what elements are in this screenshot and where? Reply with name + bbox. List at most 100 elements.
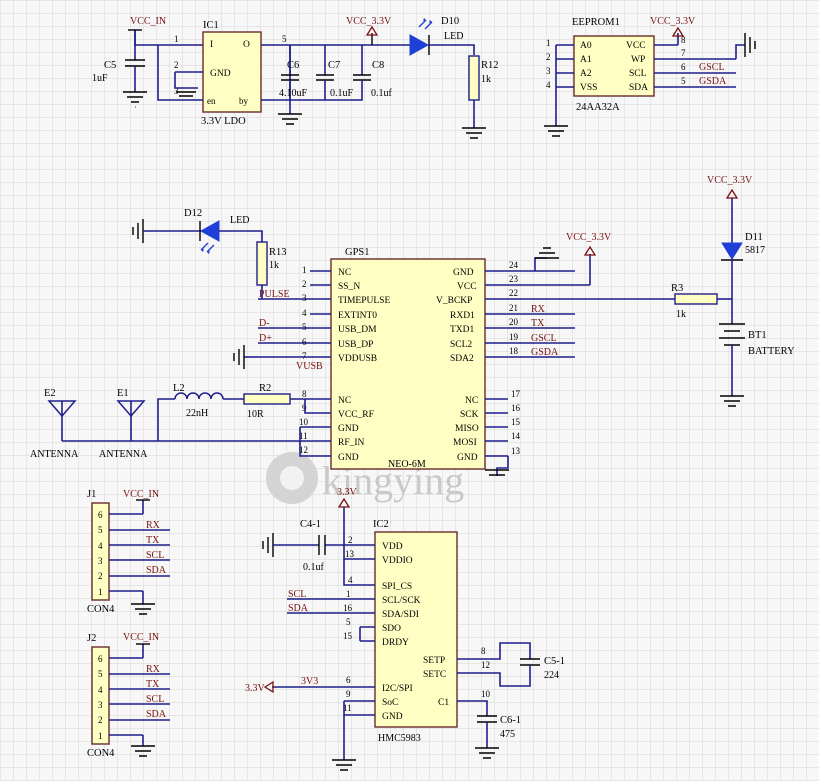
gps-right_pins-3-l-label: RXD1 [450, 311, 475, 321]
gps-left_pins-1-l-label: SS_N [338, 282, 360, 292]
bt1-value: BATTERY [748, 346, 795, 357]
eeprom-right-pins: 8 7 6 5 VCC WP SCL SDA GSCL GSDA [626, 33, 736, 93]
gps-left_pins-7-l-label: NC [338, 396, 351, 406]
j2-nets-1-label: TX [146, 679, 160, 690]
ldo-pin-en: en [207, 96, 216, 106]
hmc-right_pins-0-l-label: SETP [423, 656, 445, 666]
hmc-right_pins-2-l-label: C1 [438, 698, 449, 708]
gps-right_pins-11-l-label: GND [457, 453, 478, 463]
gps-left_pins-4-l-label: USB_DM [338, 325, 377, 335]
eeprom-left_pins-0-n-label: 1 [546, 38, 551, 48]
gps-left_pins-9-l-label: GND [338, 424, 359, 434]
eeprom-right_pins-0-l-label: VCC [626, 41, 646, 51]
gps-nets-gsda-label: GSDA [531, 347, 559, 358]
hmc-left_pins-0-l-label: VDD [382, 542, 403, 552]
ground-symbol [332, 759, 356, 771]
eeprom-part: 24AA32A [576, 102, 620, 113]
power-vcc_33-label: VCC_3.3V [566, 232, 612, 243]
gps-right_pins-9-n-label: 15 [511, 417, 521, 427]
ground-symbol [544, 125, 568, 137]
resistor-r3 [674, 293, 718, 305]
j2-pin_numbers-2-label: 4 [98, 685, 103, 695]
power-led-section: D10 LED R12 1k [380, 16, 499, 139]
gps-right_pins-1-n-label: 23 [509, 274, 519, 284]
e1-value: ANTENNA [99, 449, 148, 460]
hmc-left_pins-1-l-label: VDDIO [382, 556, 413, 566]
eeprom-nets-scl-label: GSCL [699, 62, 725, 73]
hmc-left_pins-5-n-label: 5 [346, 617, 351, 627]
c8-ref: C8 [372, 60, 384, 71]
eeprom-right_pins-3-n-label: 5 [681, 76, 686, 86]
hmc-right_pins-1-l-label: SETC [423, 670, 446, 680]
j2-nets-2-label: SCL [146, 694, 164, 705]
hmc-left_pins-1-n-label: 13 [345, 549, 355, 559]
j1-pin_numbers-0-label: 6 [98, 510, 103, 520]
gps-right_pins-10-n-label: 14 [511, 431, 521, 441]
ground-symbol [131, 603, 155, 615]
j1-pin_numbers-3-label: 3 [98, 556, 103, 566]
j2-pin_numbers-0-label: 6 [98, 654, 103, 664]
ground-symbol [462, 127, 486, 139]
gps-right_pins-4-n-label: 20 [509, 317, 519, 327]
gps-right_pins-8-n-label: 16 [511, 403, 521, 413]
c5-value: 1uF [92, 73, 108, 84]
j1-part: CON4 [87, 604, 115, 615]
r12-ref: R12 [481, 60, 499, 71]
gps-right_pins-2-l-label: V_BCKP [436, 296, 472, 306]
gps-nets-vusb-label: VUSB [296, 361, 323, 372]
c41-value: 0.1uf [303, 562, 325, 573]
ground-symbol [485, 469, 509, 476]
j1-nets-1-label: TX [146, 535, 160, 546]
bt1-ref: BT1 [748, 330, 767, 341]
gps-nets-pulse-label: PULSE [259, 289, 290, 300]
c7-ref: C7 [328, 60, 340, 71]
gps-left_pins-9-n-label: 10 [299, 417, 309, 427]
eeprom-left_pins-1-l-label: A1 [580, 55, 592, 65]
ldo-name: 3.3V LDO [201, 116, 246, 127]
c6-ref: C6 [287, 60, 299, 71]
r12-value: 1k [481, 74, 491, 85]
c7-value: 0.1uF [330, 88, 354, 99]
hmc-left_pins-4-l-label: SDA/SDI [382, 610, 419, 620]
gps-left_pins-10-n-label: 11 [299, 431, 308, 441]
ldo-pin-num-2: 2 [174, 60, 179, 70]
power-v33-label: 3.3V [337, 487, 358, 498]
ldo-pin-i: I [210, 40, 213, 50]
c61-ref: C6-1 [500, 715, 521, 726]
hmc-left_pins-5-l-label: SDO [382, 624, 401, 634]
eeprom-left_pins-2-n-label: 3 [546, 66, 551, 76]
gps-right_pins-10-l-label: MOSI [453, 438, 477, 448]
hmc5983-ic [374, 531, 458, 728]
j1-pin_numbers-4-label: 2 [98, 571, 103, 581]
gps-part: NEO-6M [388, 459, 426, 470]
gps-section: GPS1 NEO-6M 1 2 3 4 5 6 7 8 9 10 11 12 N… [158, 232, 675, 476]
gps-right_pins-4-l-label: TXD1 [450, 325, 475, 335]
vcc33-label: VCC_3.3V [346, 16, 392, 27]
gps-left_pins-10-l-label: RF_IN [338, 438, 365, 448]
gps-module [330, 258, 486, 470]
gps-left_pins-2-l-label: TIMEPULSE [338, 296, 390, 306]
r3-ref: R3 [671, 283, 683, 294]
eeprom-right_pins-1-l-label: WP [631, 55, 645, 65]
r3-value: 1k [676, 309, 686, 320]
ldo-section: VCC_IN C5 1uF IC1 3.3V LDO I O GND en by… [92, 16, 393, 127]
j1-nets-3-label: SDA [146, 565, 167, 576]
ldo-pin-by: by [239, 96, 249, 106]
j2-nets-0-label: RX [146, 664, 161, 675]
hmc-left_pins-7-l-label: I2C/SPI [382, 684, 413, 694]
j2-power-label: VCC_IN [123, 632, 159, 643]
gps-left_pins-7-n-label: 8 [302, 389, 307, 399]
r13-ref: R13 [269, 247, 287, 258]
e2-ref: E2 [44, 388, 56, 399]
c61-value: 475 [500, 729, 515, 740]
gps-left_pins-4-n-label: 5 [302, 322, 307, 332]
j1-nets-2-label: SCL [146, 550, 164, 561]
gps-left_pins-6-l-label: VDDUSB [338, 354, 377, 364]
gps-left_pins-11-n-label: 12 [299, 445, 308, 455]
gps-right_pins-6-l-label: SDA2 [450, 354, 474, 364]
hmc-nets-scl-label: SCL [288, 589, 306, 600]
j2-nets-3-label: SDA [146, 709, 167, 720]
ground-symbol [744, 33, 756, 57]
gps-right_pins-5-n-label: 19 [509, 332, 519, 342]
c6-value: 4.10uF [279, 88, 308, 99]
